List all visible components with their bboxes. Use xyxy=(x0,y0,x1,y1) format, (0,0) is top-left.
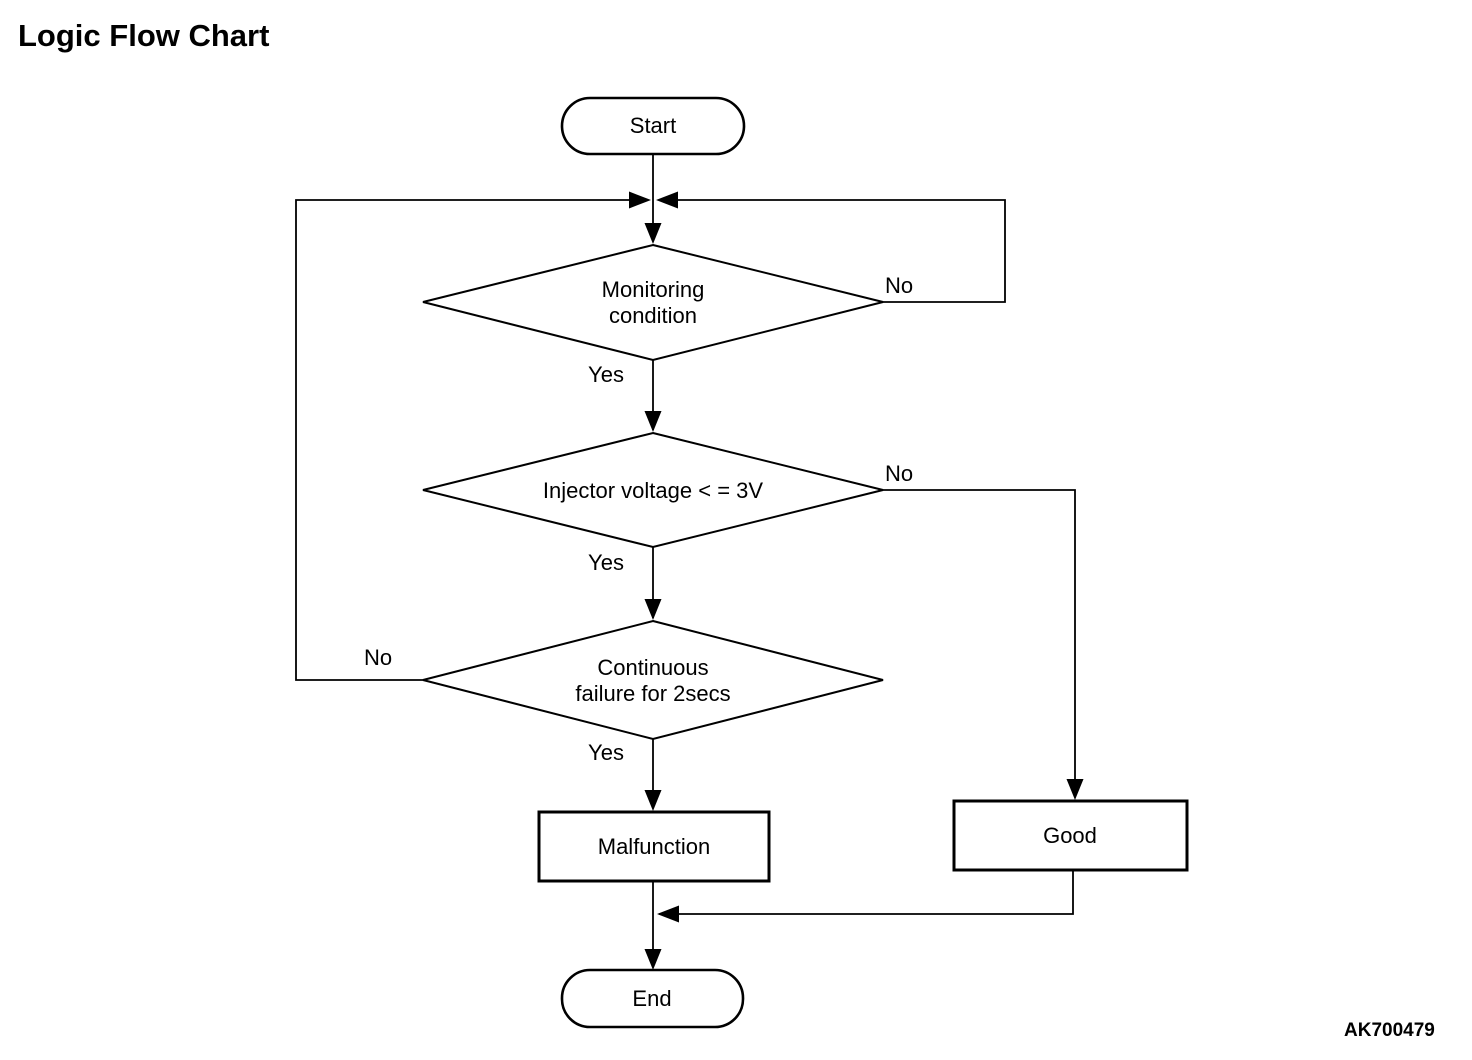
figure-code: AK700479 xyxy=(1344,1020,1435,1041)
arrowhead-merge-into-end-line xyxy=(657,905,679,923)
malfunction-node-label: Malfunction xyxy=(597,834,711,859)
edge-injector-no-to-good xyxy=(881,489,1076,797)
injector-yes-label: Yes xyxy=(588,550,624,575)
monitoring-yes-label: Yes xyxy=(588,362,624,387)
arrowhead-merge-from-left xyxy=(629,191,651,209)
arrowhead-into-monitoring xyxy=(644,223,662,244)
arrowhead-into-continuous xyxy=(644,599,662,620)
edge-monitoring-no-loop xyxy=(659,199,1006,303)
malfunction-process-shape xyxy=(537,810,771,883)
good-node-label: Good xyxy=(1043,823,1097,848)
arrowhead-into-injector xyxy=(644,411,662,432)
injector-no-label: No xyxy=(884,461,914,486)
end-terminator-shape xyxy=(560,968,745,1029)
arrowhead-merge-from-right xyxy=(656,191,678,209)
continuous-no-label: No xyxy=(363,645,393,670)
arrowhead-into-malfunction xyxy=(644,790,662,811)
injector-voltage-diamond xyxy=(422,431,884,549)
continuous-failure-label: Continuous failure for 2secs xyxy=(575,655,731,706)
monitoring-no-label: No xyxy=(884,273,914,298)
arrowhead-into-good xyxy=(1066,779,1084,800)
start-terminator-shape xyxy=(560,96,746,156)
continuous-yes-label: Yes xyxy=(588,740,624,765)
end-node-label: End xyxy=(632,986,672,1011)
monitoring-condition-diamond xyxy=(422,243,884,362)
start-node-label: Start xyxy=(629,113,677,138)
edge-good-to-merge xyxy=(659,870,1074,915)
edge-continuous-no-loop xyxy=(295,199,648,681)
page-title: Logic Flow Chart xyxy=(18,18,270,53)
monitoring-condition-label: Monitoring condition xyxy=(601,277,705,328)
injector-voltage-label: Injector voltage < = 3V xyxy=(542,478,764,503)
arrowhead-into-end xyxy=(644,949,662,970)
good-process-shape xyxy=(952,799,1189,872)
continuous-failure-diamond xyxy=(422,619,884,741)
